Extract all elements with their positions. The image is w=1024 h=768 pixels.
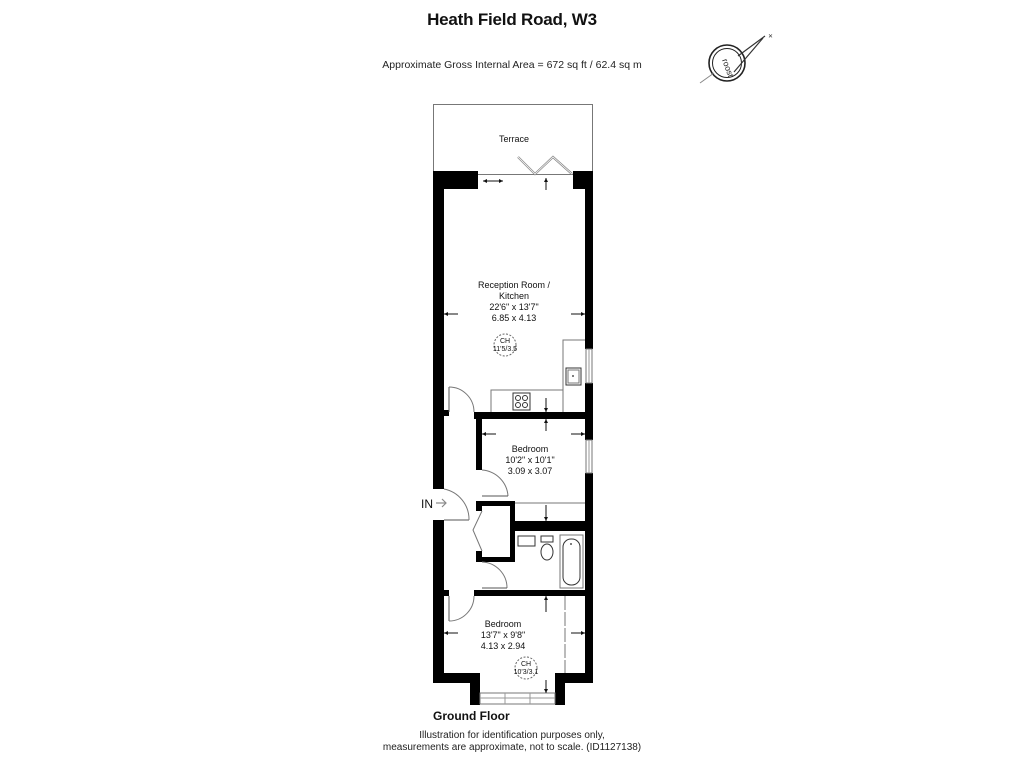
kitchen-units bbox=[490, 339, 585, 412]
hob-icon bbox=[512, 392, 531, 411]
gross-area: Approximate Gross Internal Area = 672 sq… bbox=[382, 59, 642, 71]
bedroom1-metric: 3.09 x 3.07 bbox=[508, 466, 553, 476]
entrance-arrow-icon bbox=[436, 498, 447, 508]
dimension-arrows bbox=[444, 178, 585, 693]
terrace-outline bbox=[433, 104, 593, 175]
bedroom2-metric: 4.13 x 2.94 bbox=[481, 641, 526, 651]
compass-icon: ✕ roost bbox=[699, 33, 773, 84]
bathroom-fittings bbox=[517, 534, 584, 589]
walls bbox=[433, 171, 593, 705]
logo-text: roost bbox=[720, 57, 736, 79]
bedroom2-imperial: 13'7" x 9'8" bbox=[481, 630, 525, 640]
bedroom2-ch-label: CH bbox=[521, 661, 531, 668]
disclaimer-line-2: measurements are approximate, not to sca… bbox=[382, 742, 642, 753]
bedroom1-imperial: 10'2" x 10'1" bbox=[505, 455, 554, 465]
reception-metric: 6.85 x 4.13 bbox=[492, 313, 537, 323]
floor-label: Ground Floor bbox=[433, 709, 510, 723]
doors bbox=[443, 386, 509, 622]
bedroom2-name: Bedroom bbox=[485, 619, 522, 629]
plan-title: Heath Field Road, W3 bbox=[427, 10, 597, 29]
reception-ceiling-height: 11'5/3.5 bbox=[493, 346, 517, 353]
toilet-icon bbox=[540, 535, 554, 543]
reception-imperial: 22'6" x 13'7" bbox=[489, 302, 538, 312]
windows bbox=[479, 348, 593, 705]
bedroom1-name: Bedroom bbox=[512, 444, 549, 454]
basin-icon bbox=[517, 535, 536, 547]
disclaimer-line-1: Illustration for identification purposes… bbox=[419, 730, 605, 741]
bath-icon bbox=[559, 534, 584, 589]
reception-name-1: Reception Room / bbox=[478, 280, 551, 290]
entrance-label: IN bbox=[421, 497, 433, 511]
reception-ch-label: CH bbox=[500, 338, 510, 345]
reception-name-2: Kitchen bbox=[499, 291, 529, 301]
bedroom2-ceiling-height: 10'3/3.1 bbox=[514, 669, 539, 676]
disclaimer: Illustration for identification purposes… bbox=[0, 730, 1024, 754]
terrace-label: Terrace bbox=[499, 134, 529, 144]
svg-text:✕: ✕ bbox=[768, 33, 773, 40]
